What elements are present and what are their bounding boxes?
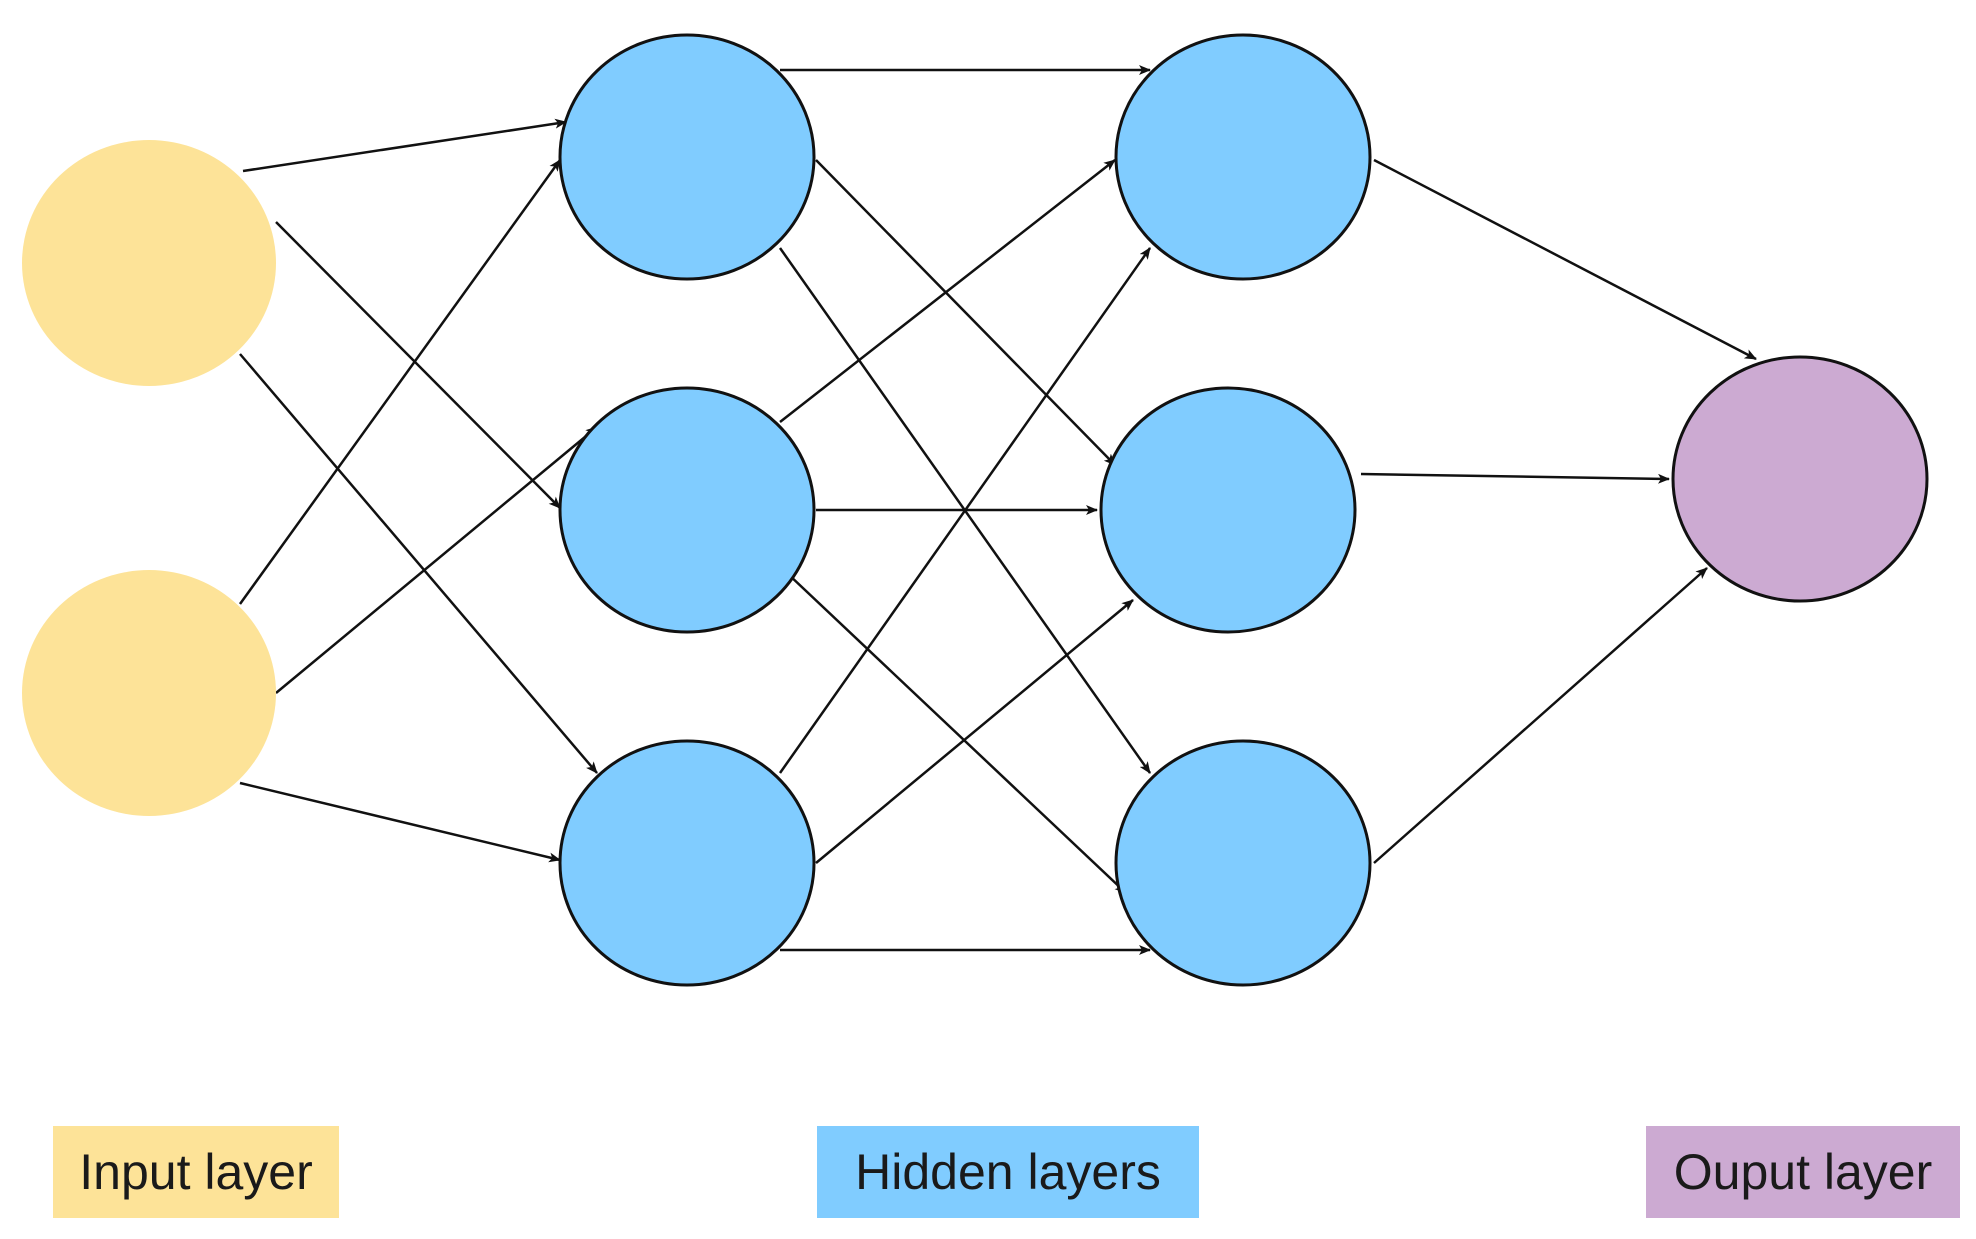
output-node-out1 (1671, 355, 1929, 603)
output-layer-label: Ouput layer (1673, 1144, 1933, 1200)
hidden-node-h2c (1114, 739, 1372, 987)
hidden-layers-label: Hidden layers (855, 1144, 1161, 1200)
edge-in2-to-h1a (238, 159, 562, 605)
edge-h1c-to-h2a (778, 247, 1152, 774)
edge-h1c-to-h2b (815, 599, 1134, 864)
edge-h2b-to-out1 (1360, 472, 1670, 484)
edge-h1b-to-h2a (779, 159, 1116, 423)
legend-swatches (53, 1126, 1960, 1218)
output-layer-swatch (1646, 1126, 1960, 1218)
edge-h2c-to-out1 (1373, 567, 1708, 864)
connections (238, 65, 1757, 955)
edge-in1-to-h1a (242, 118, 567, 173)
edge-h1b-to-h2c (786, 572, 1127, 894)
input-node-in2 (22, 570, 276, 816)
hidden-node-h1a (558, 33, 816, 281)
edge-in2-to-h1b (275, 426, 598, 694)
hidden-node-h2a (1114, 33, 1372, 281)
input-node-in1 (22, 140, 276, 386)
hidden-node-h1b (558, 386, 816, 634)
input-layer-label: Input layer (79, 1144, 313, 1200)
edge-h2a-to-out1 (1373, 158, 1757, 361)
hidden-node-h2b (1099, 386, 1357, 634)
edge-in1-to-h1b (275, 221, 561, 509)
edge-in1-to-h1c (239, 353, 598, 774)
edge-h1a-to-h2b (815, 159, 1116, 466)
hidden-node-h1c (558, 739, 816, 987)
hidden-layers-swatch (817, 1126, 1199, 1218)
input-layer-swatch (53, 1126, 339, 1218)
edge-in2-to-h1c (239, 781, 561, 863)
neurons (22, 33, 1929, 987)
